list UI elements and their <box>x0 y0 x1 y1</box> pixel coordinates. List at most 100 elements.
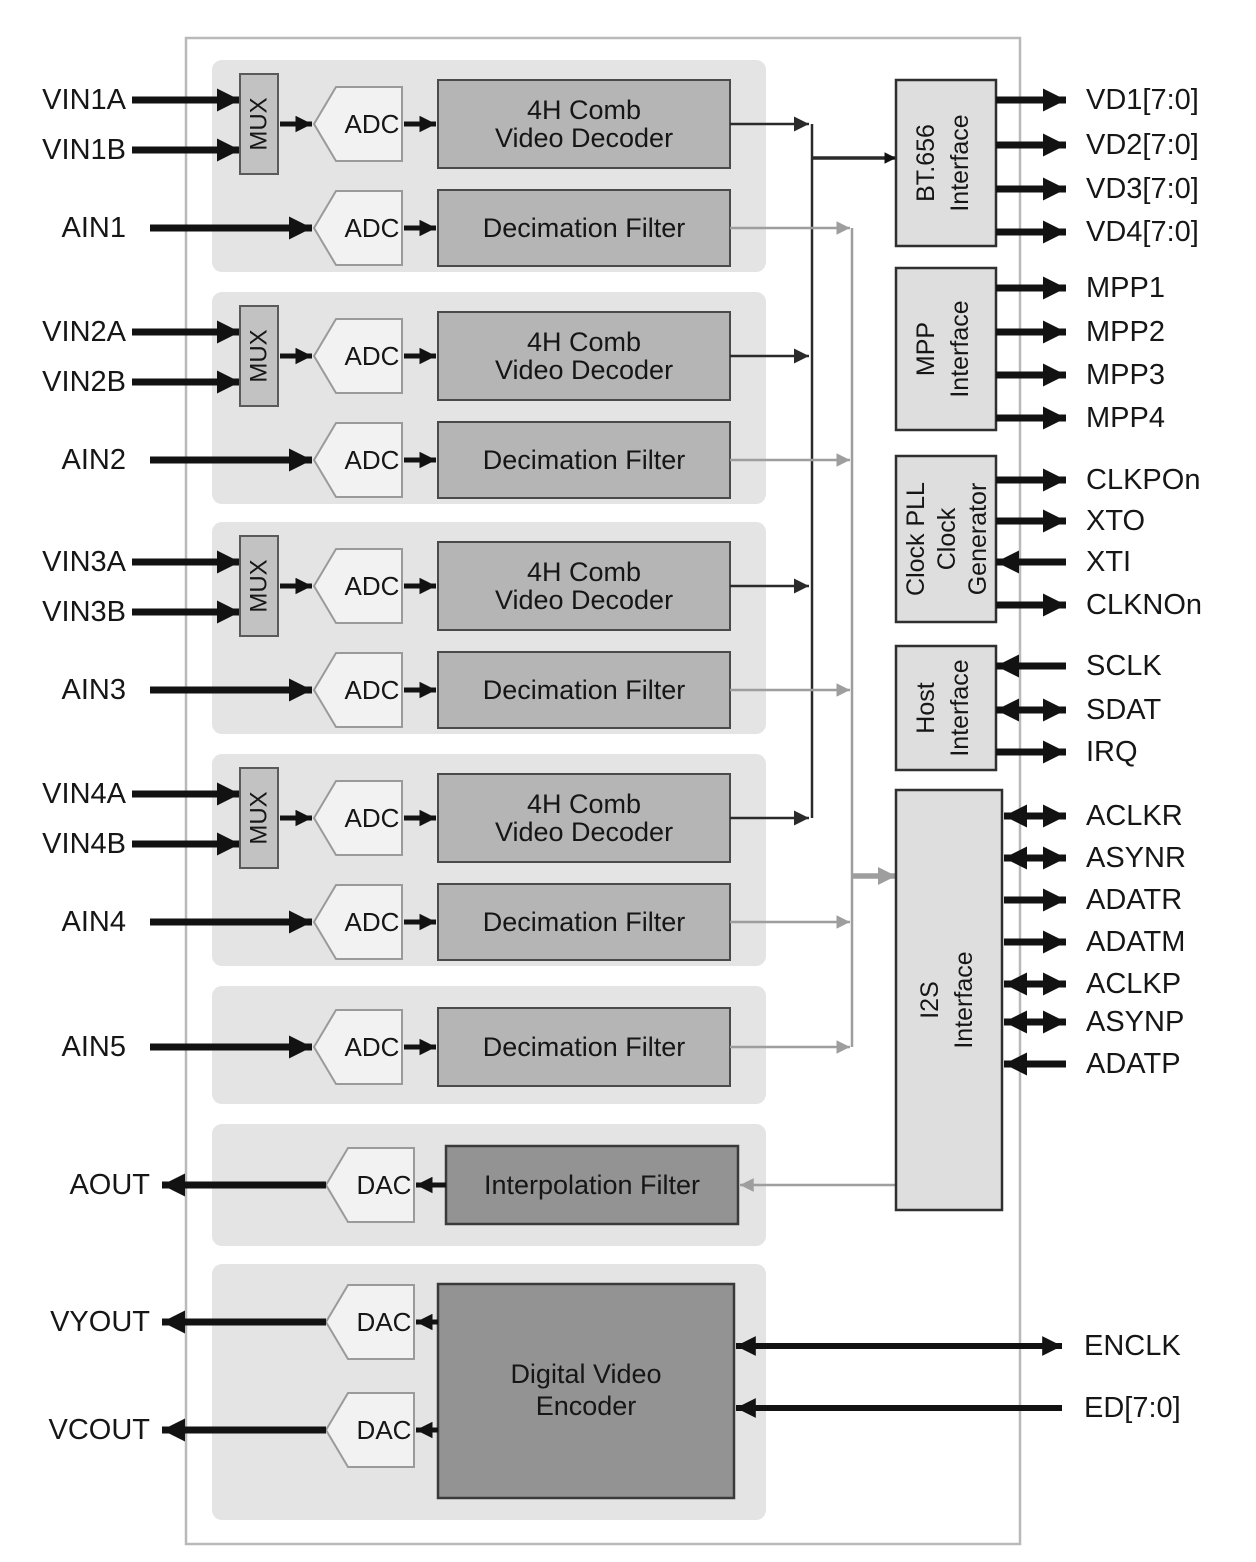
channel-4-decimation-filter-label: Decimation Filter <box>483 907 686 937</box>
mpp-label-2: Interface <box>946 300 974 397</box>
host-label-1: Host <box>912 682 940 733</box>
mpp2-label: MPP2 <box>1086 316 1165 348</box>
channel-3-video-adc-label: ADC <box>345 571 400 601</box>
channel-4-audio-adc-label: ADC <box>345 907 400 937</box>
vyout-label: VYOUT <box>50 1306 150 1338</box>
vd2-label: VD2[7:0] <box>1086 129 1199 161</box>
ain2-label: AIN2 <box>62 444 126 476</box>
encoder-label-2: Encoder <box>536 1391 637 1421</box>
channel-4-decimation-filter <box>437 883 731 961</box>
sdat-label: SDAT <box>1086 694 1161 726</box>
adatr-label: ADATR <box>1086 884 1182 916</box>
channel-5-decimation-filter-label: Decimation Filter <box>483 1032 686 1062</box>
channel-3-mux <box>239 535 279 637</box>
channel-2-video-adc <box>312 318 403 394</box>
clock-label-2: Clock <box>933 507 961 570</box>
channel-2-decimation-filter <box>437 421 731 499</box>
channel-4-mux <box>239 767 279 869</box>
vin3b-label: VIN3B <box>42 596 126 628</box>
channel-3-audio-adc-label: ADC <box>345 675 400 705</box>
channel-4-video-adc-label: ADC <box>345 803 400 833</box>
channel-2-audio-adc-label: ADC <box>345 445 400 475</box>
channel-5-decimation-filter <box>437 1007 731 1087</box>
vin3a-label: VIN3A <box>42 546 126 578</box>
channel-1-video-adc <box>312 86 403 162</box>
bt656-label-2: Interface <box>946 114 974 211</box>
channel-1-decimation-filter <box>437 189 731 267</box>
channel-2-audio-adc <box>312 422 403 498</box>
channel-2-decimation-filter-label: Decimation Filter <box>483 445 686 475</box>
channel-2: VIN2A VIN2B MUX ADC 4H Comb Video Decode… <box>42 292 850 504</box>
audio-channel-5: AIN5 ADC Decimation Filter <box>62 986 850 1104</box>
channel-1-mux <box>239 73 279 175</box>
channel-2-decoder-label-1: 4H Comb <box>527 327 641 357</box>
channel-1-mux-label: MUX <box>246 97 273 150</box>
clock-generator-box <box>894 454 998 624</box>
video-y-dac-label: DAC <box>357 1307 412 1337</box>
asynr-label: ASYNR <box>1086 842 1186 874</box>
vin4a-label: VIN4A <box>42 778 126 810</box>
channel-3-decoder-label-2: Video Decoder <box>495 585 673 615</box>
channel-3-video-decoder <box>437 541 731 631</box>
channel-4-video-decoder <box>437 773 731 863</box>
irq-label: IRQ <box>1086 736 1138 768</box>
ain1-label: AIN1 <box>62 212 126 244</box>
channel-2-mux <box>239 305 279 407</box>
i2s-interface: I2S Interface ACLKR ASYNR ADATR ADATM AC… <box>894 788 1186 1212</box>
channel-2-video-adc-label: ADC <box>345 341 400 371</box>
clkpon-label: CLKPOn <box>1086 464 1200 496</box>
vin2a-label: VIN2A <box>42 316 126 348</box>
encoder-label-1: Digital Video <box>510 1359 661 1389</box>
video-y-dac <box>324 1284 415 1360</box>
vcout-label: VCOUT <box>49 1414 151 1446</box>
mpp-interface: MPP Interface MPP1 MPP2 MPP3 MPP4 <box>894 266 1165 434</box>
channel-1-audio-adc-label: ADC <box>345 213 400 243</box>
clock-label-1: Clock PLL <box>902 482 930 596</box>
clock-label-3: Generator <box>964 483 992 596</box>
channel-5-audio-adc <box>312 1009 403 1085</box>
adatm-label: ADATM <box>1086 926 1185 958</box>
channel-3-decimation-filter-label: Decimation Filter <box>483 675 686 705</box>
channel-4-audio-adc <box>312 884 403 960</box>
aclkp-label: ACLKP <box>1086 968 1181 1000</box>
audio-playback: Interpolation Filter DAC AOUT <box>69 1124 896 1246</box>
sclk-label: SCLK <box>1086 650 1162 682</box>
channel-4-decoder-label-1: 4H Comb <box>527 789 641 819</box>
ain4-label: AIN4 <box>62 906 126 938</box>
video-c-dac <box>324 1392 415 1468</box>
video-c-dac-label: DAC <box>357 1415 412 1445</box>
channel-1-video-decoder <box>437 79 731 169</box>
adatp-label: ADATP <box>1086 1048 1181 1080</box>
channel-1-audio-adc <box>312 190 403 266</box>
host-label-2: Interface <box>946 659 974 756</box>
mpp3-label: MPP3 <box>1086 359 1165 391</box>
ain3-label: AIN3 <box>62 674 126 706</box>
channel-4-mux-label: MUX <box>246 791 273 844</box>
interpolation-filter <box>444 1144 740 1226</box>
channel-2-decoder-label-2: Video Decoder <box>495 355 673 385</box>
ed-label: ED[7:0] <box>1084 1392 1181 1424</box>
channel-1-decoder-label-1: 4H Comb <box>527 95 641 125</box>
xti-label: XTI <box>1086 546 1131 578</box>
i2s-label-1: I2S <box>916 981 944 1019</box>
channel-1: VIN1A VIN1B MUX ADC 4H Comb Video Decode… <box>42 60 850 272</box>
video-encoder-section: Digital Video Encoder DAC VYOUT DAC VCOU… <box>49 1264 1181 1520</box>
mpp1-label: MPP1 <box>1086 272 1165 304</box>
bt656-interface-box <box>894 78 998 248</box>
audio-dac <box>324 1147 415 1223</box>
interpolation-filter-label: Interpolation Filter <box>484 1170 700 1200</box>
channel-4-decoder-label-2: Video Decoder <box>495 817 673 847</box>
i2s-interface-box <box>894 788 1004 1212</box>
host-interface: Host Interface SCLK SDAT IRQ <box>894 644 1162 772</box>
asynp-label: ASYNP <box>1086 1006 1184 1038</box>
channel-1-video-adc-label: ADC <box>345 109 400 139</box>
xto-label: XTO <box>1086 505 1145 537</box>
vd4-label: VD4[7:0] <box>1086 216 1199 248</box>
vd3-label: VD3[7:0] <box>1086 173 1199 205</box>
channel-3-decoder-label-1: 4H Comb <box>527 557 641 587</box>
enclk-label: ENCLK <box>1084 1330 1181 1362</box>
bt656-label-1: BT.656 <box>912 124 940 202</box>
bt656-interface: BT.656 Interface VD1[7:0] VD2[7:0] VD3[7… <box>894 78 1199 248</box>
channel-4-video-adc <box>312 780 403 856</box>
